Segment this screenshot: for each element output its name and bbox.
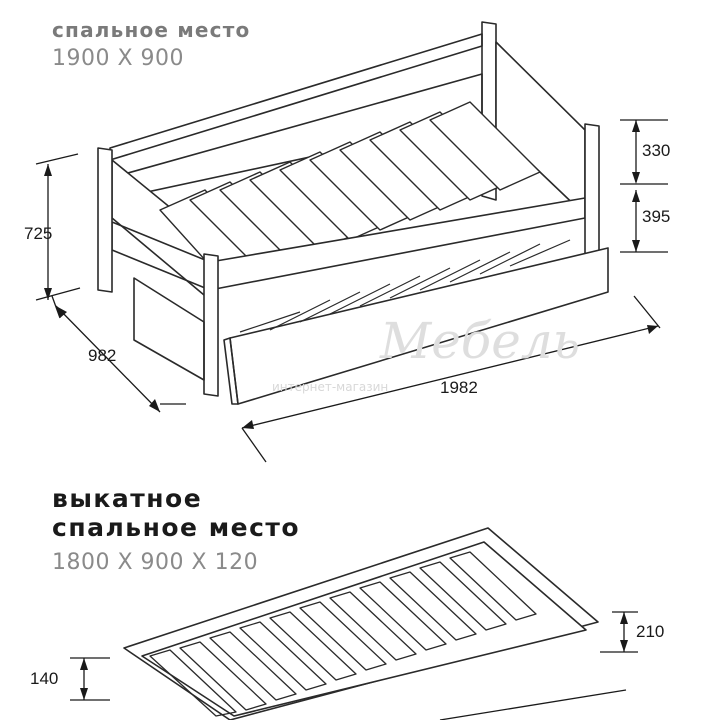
dim-label-back-lower: 395 <box>642 207 671 226</box>
dim-label-height: 725 <box>24 224 53 243</box>
dim-lines-top <box>35 119 668 463</box>
dim-arrows-top <box>44 120 658 429</box>
trundle <box>123 527 599 720</box>
section2-title-line2: спальное место <box>52 513 301 542</box>
dim-label-depth: 982 <box>88 346 117 365</box>
dim-label-drawer-side: 140 <box>30 669 59 688</box>
dim-label-drawer-height: 210 <box>636 622 665 641</box>
dim-label-length: 1982 <box>440 378 478 397</box>
trundle-slats <box>149 551 537 717</box>
front-post-right <box>203 253 219 397</box>
watermark-subtext: интернет-магазин <box>272 380 389 394</box>
headboard-panel <box>495 41 586 216</box>
watermark-logo: Мебель <box>380 312 580 370</box>
section1-subtitle: спальное место <box>52 18 251 42</box>
drawer-under-bed <box>133 239 609 405</box>
front-post-left <box>97 147 113 293</box>
back-post-right <box>584 123 600 261</box>
dim-arrows-bottom <box>80 612 628 700</box>
section1-size: 1900 X 900 <box>52 46 185 71</box>
dim-label-back-upper: 330 <box>642 141 671 160</box>
section2-size: 1800 X 900 X 120 <box>52 550 259 575</box>
section2-title-line1: выкатное <box>52 484 203 513</box>
slats <box>159 101 541 283</box>
